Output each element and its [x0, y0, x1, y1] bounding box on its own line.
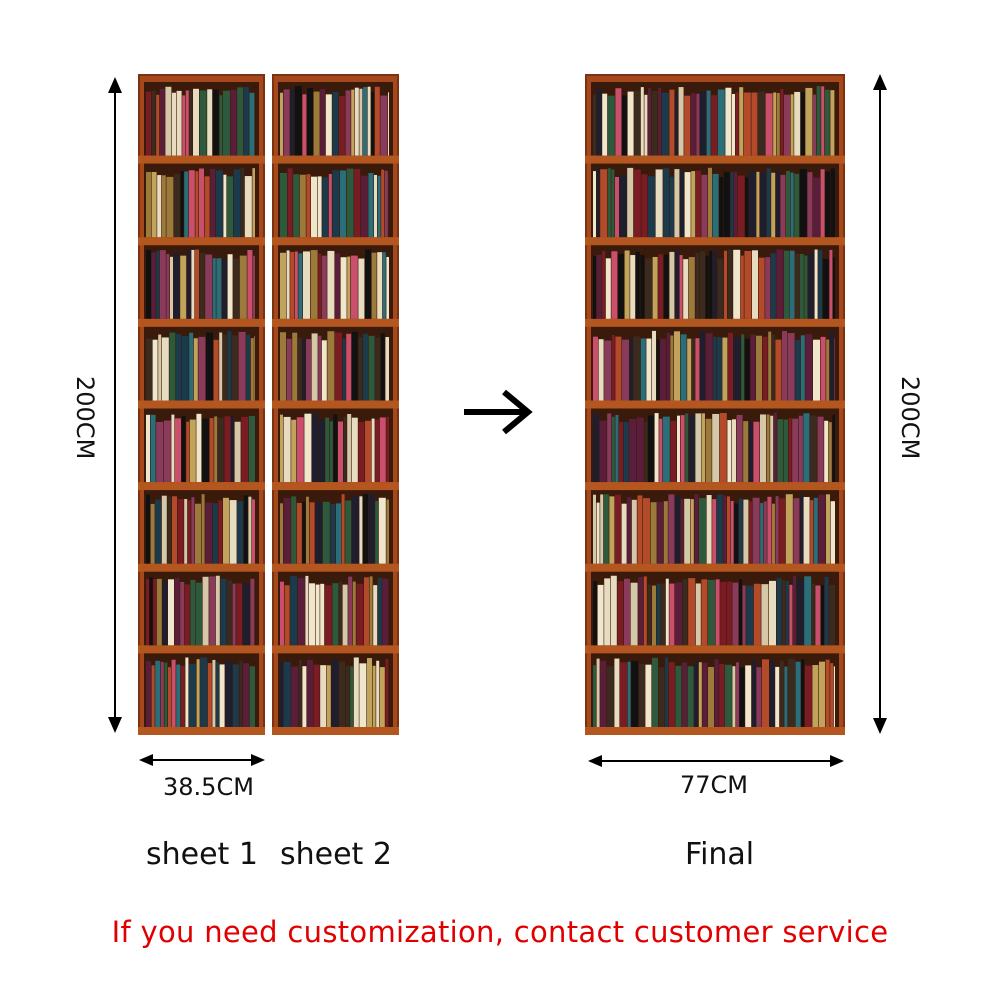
sheet-2-caption: sheet 2 — [280, 837, 392, 872]
height-label-right: 200CM — [896, 376, 924, 460]
sheet-1-caption: sheet 1 — [146, 837, 258, 872]
final-bookshelf-image — [585, 74, 845, 735]
final-width-dimension-arrow-icon — [588, 755, 844, 767]
sheet-width-dimension-arrow-icon — [139, 754, 265, 766]
height-dimension-arrow-left-icon — [108, 77, 122, 733]
sheet-width-label: 38.5CM — [163, 773, 254, 801]
customization-notice: If you need customization, contact custo… — [111, 915, 889, 949]
right-arrow-icon — [464, 389, 533, 435]
final-caption: Final — [685, 837, 755, 872]
height-dimension-arrow-right-icon — [873, 74, 887, 734]
sheet-1-bookshelf-image — [138, 74, 265, 735]
height-label-left: 200CM — [71, 376, 99, 460]
sheet-2-bookshelf-image — [272, 74, 399, 735]
final-width-label: 77CM — [680, 771, 749, 799]
